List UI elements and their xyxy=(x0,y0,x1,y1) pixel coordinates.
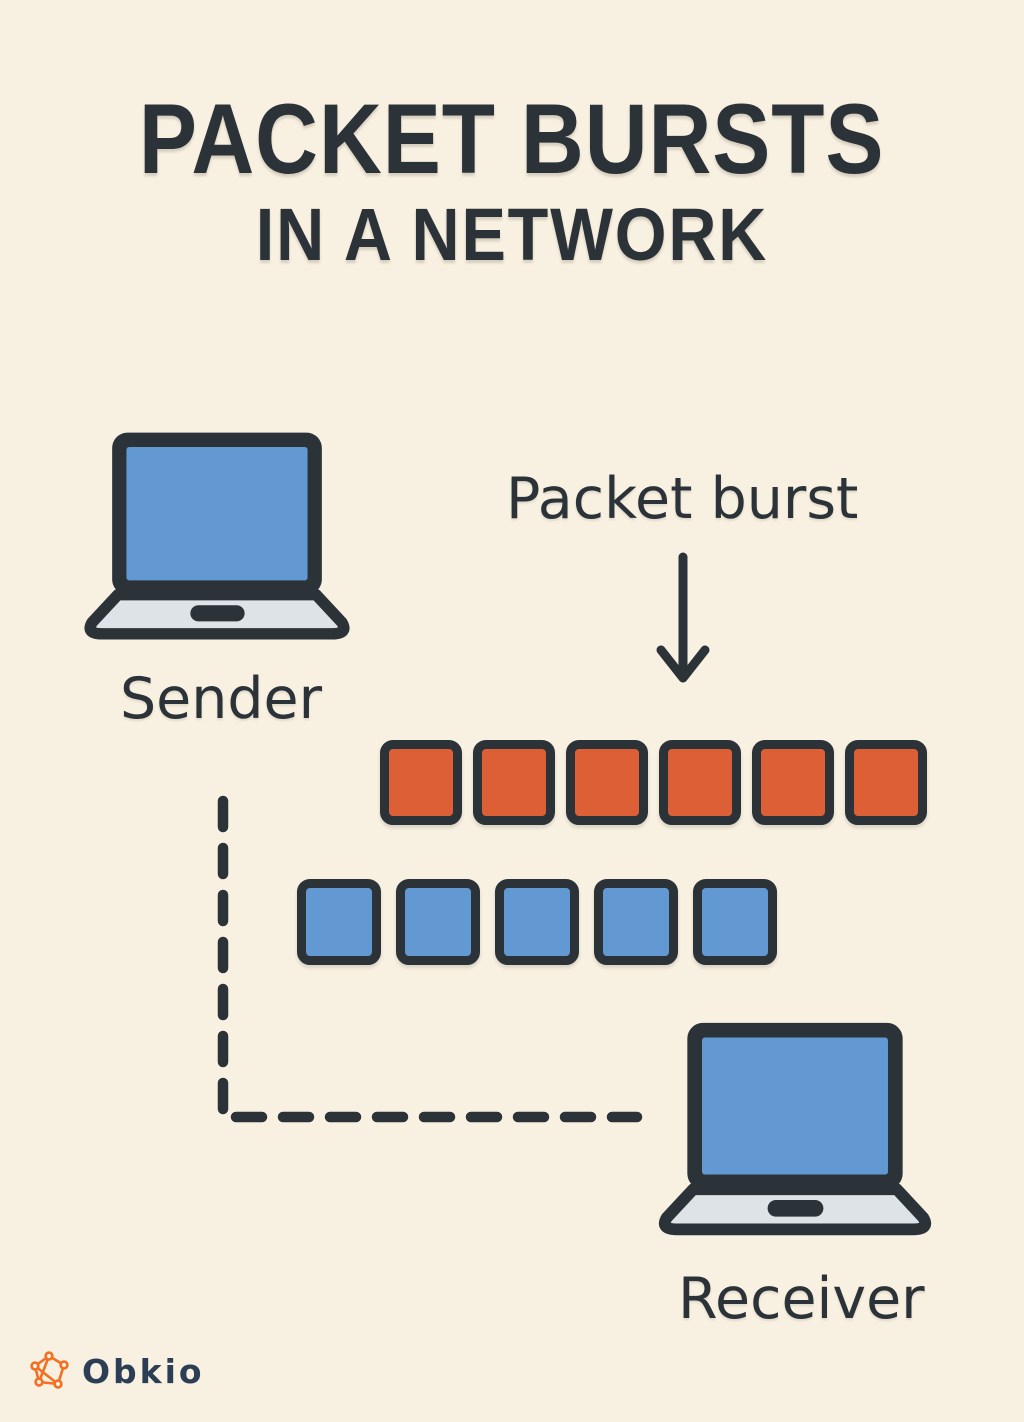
obkio-logo-icon xyxy=(30,1351,69,1389)
title-line-1: PACKET BURSTS xyxy=(139,83,885,194)
packet-square xyxy=(297,879,381,965)
sender-label: Sender xyxy=(120,666,323,732)
packet-burst-label: Packet burst xyxy=(506,466,859,532)
title-line-2: IN A NETWORK xyxy=(255,192,769,276)
packet-square xyxy=(845,740,927,825)
down-arrow-icon xyxy=(656,552,710,683)
brand-wordmark: Obkio xyxy=(82,1351,205,1391)
receiver-laptop-icon xyxy=(648,1016,942,1246)
packet-square xyxy=(594,879,678,965)
packet-square xyxy=(566,740,648,825)
packet-square xyxy=(659,740,741,825)
packet-burst-row xyxy=(380,740,927,825)
packet-square xyxy=(495,879,579,965)
receiver-label: Receiver xyxy=(678,1266,925,1332)
page-title: PACKET BURSTS IN A NETWORK xyxy=(0,83,1024,276)
packet-steady-row xyxy=(297,879,777,965)
brand-footer: Obkio xyxy=(30,1350,205,1392)
packet-square xyxy=(380,740,462,825)
packet-square xyxy=(396,879,480,965)
packet-square xyxy=(473,740,555,825)
packet-square xyxy=(752,740,834,825)
packet-square xyxy=(693,879,777,965)
